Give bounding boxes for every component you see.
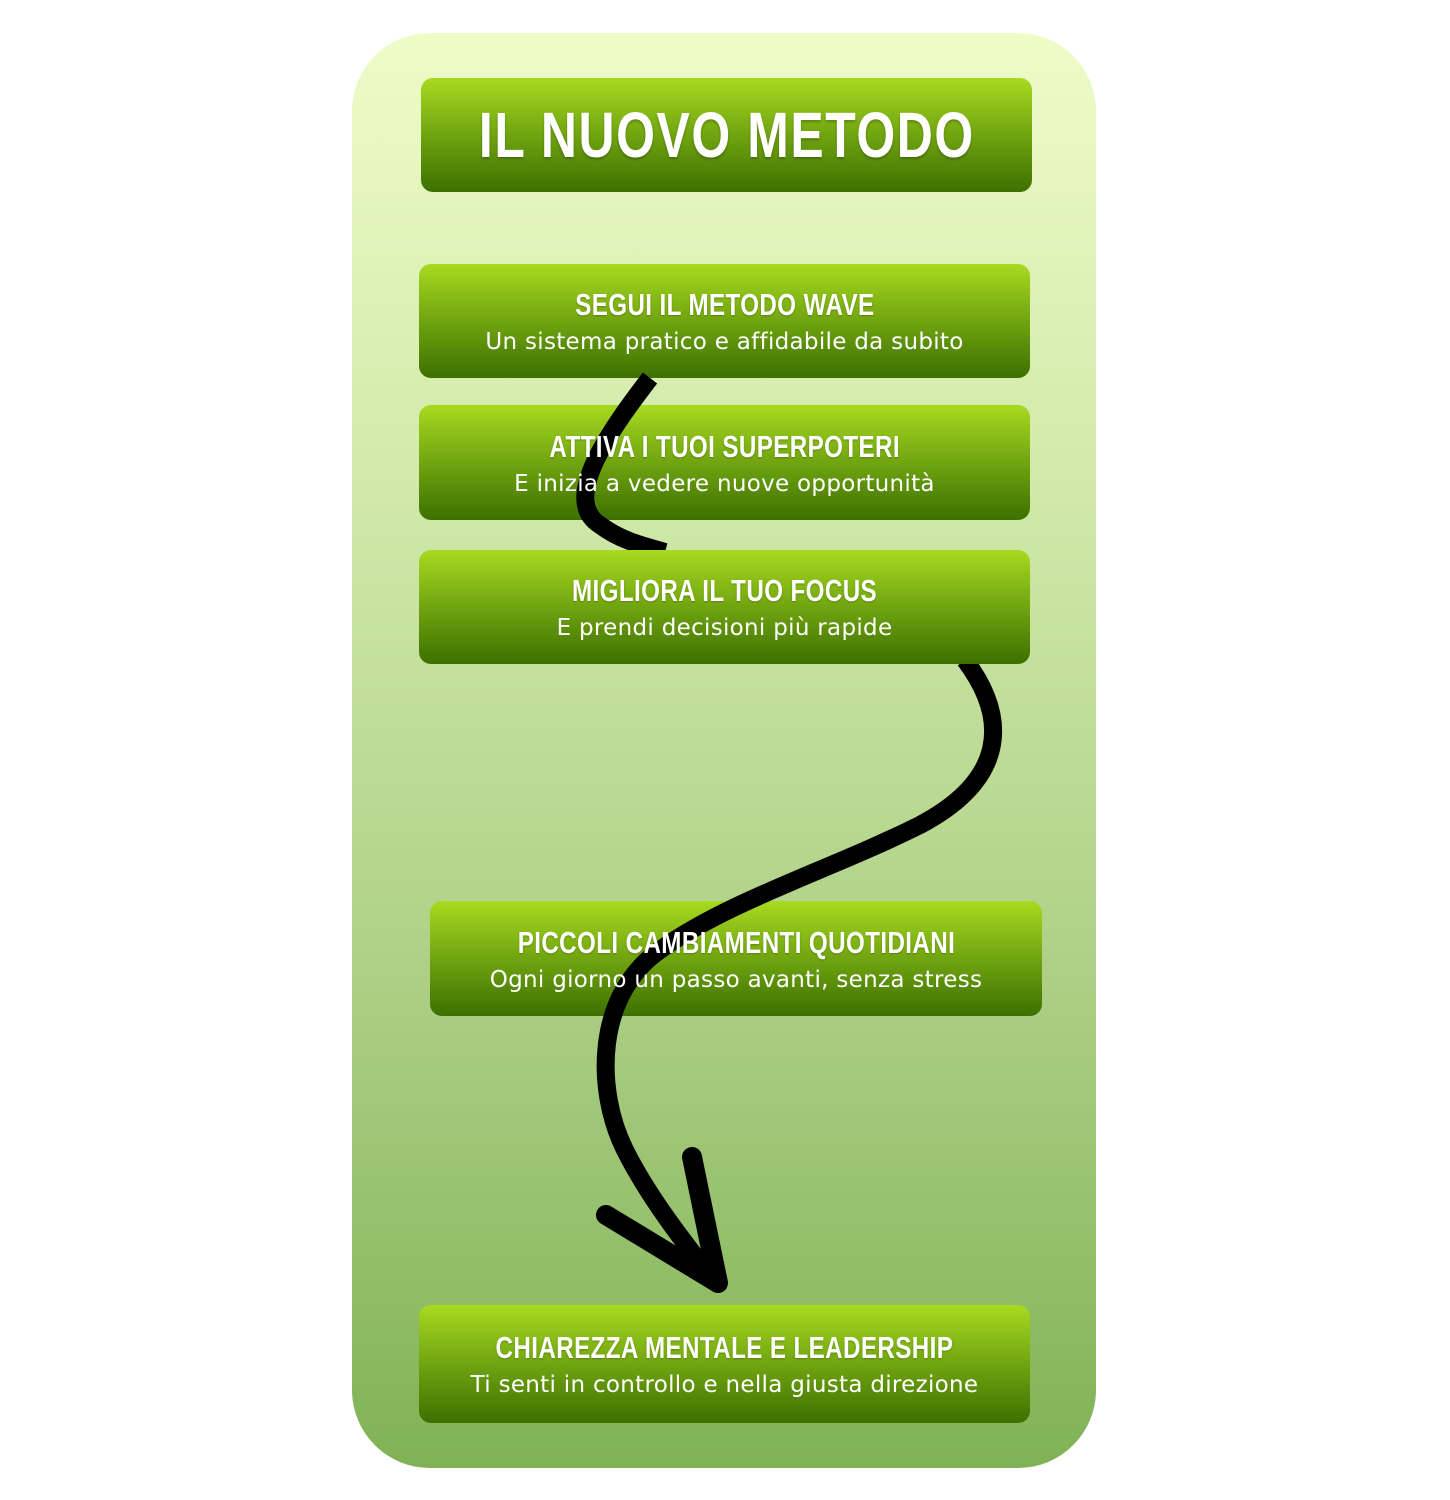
step-heading: MIGLIORA IL TUO FOCUS [571, 573, 878, 608]
step-heading: SEGUI IL METODO WAVE [574, 287, 875, 322]
arrow-curve-upper [576, 372, 668, 561]
step-box-2 [419, 405, 1030, 520]
step-subtitle: E inizia a vedere nuove opportunità [514, 470, 935, 497]
step-box-3 [419, 550, 1030, 664]
step-heading: ATTIVA I TUOI SUPERPOTERI [549, 428, 900, 464]
step-box-4 [430, 901, 1042, 1016]
arrow-curve-lower [596, 654, 1002, 1289]
page-title: IL NUOVO METODO [478, 99, 975, 171]
step-subtitle: Ti senti in controllo e nella giusta dir… [470, 1372, 979, 1398]
step-subtitle: Ogni giorno un passo avanti, senza stres… [489, 966, 983, 993]
title-box [421, 78, 1032, 192]
step-subtitle: Un sistema pratico e affidabile da subit… [485, 329, 964, 355]
step-subtitle: E prendi decisioni più rapide [556, 615, 893, 641]
step-box-1 [419, 264, 1030, 378]
arrowhead-icon [596, 1147, 728, 1293]
step-heading: PICCOLI CAMBIAMENTI QUOTIDIANI [517, 924, 955, 960]
step-box-5 [419, 1305, 1030, 1423]
step-heading: CHIAREZZA MENTALE E LEADERSHIP [495, 1330, 954, 1365]
